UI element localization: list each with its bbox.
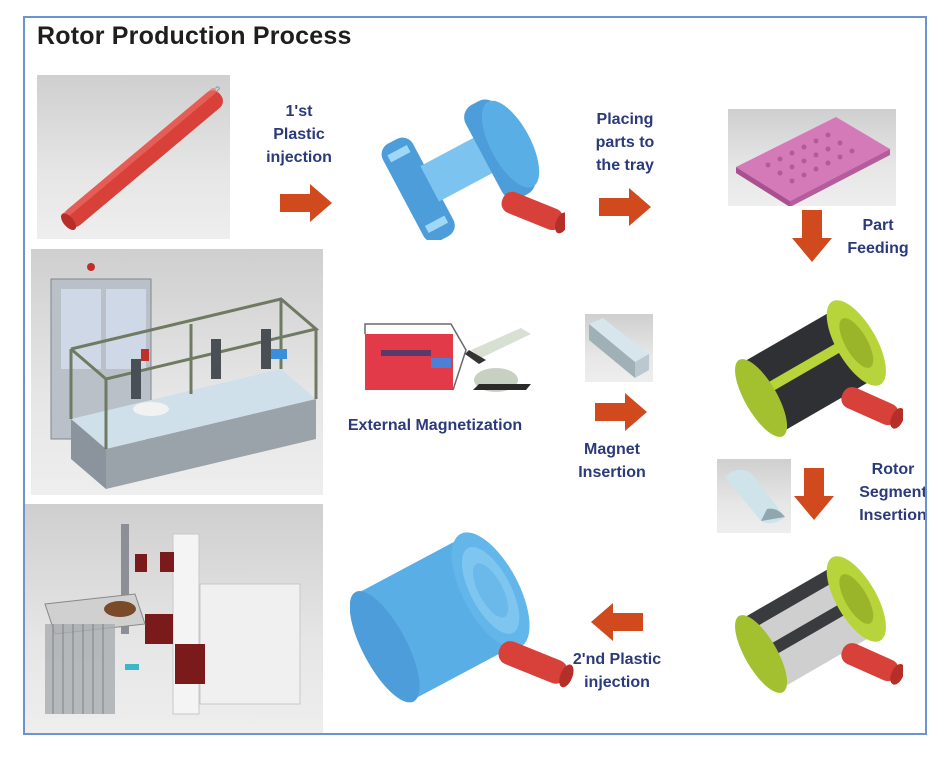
step-label-rotor-segment-insertion: Rotor Segment Insertion bbox=[843, 458, 927, 527]
arrow-right-icon bbox=[595, 393, 647, 431]
step-label-external-magnetization: External Magnetization bbox=[323, 414, 547, 437]
label-line: Insertion bbox=[578, 464, 646, 481]
magnetization-equipment-render bbox=[364, 323, 531, 392]
slide-frame: Rotor Production Process ? 1'st Plastic … bbox=[23, 16, 927, 735]
label-line: 2'nd Plastic bbox=[572, 651, 662, 668]
label-line: Plastic bbox=[273, 126, 325, 143]
tray-render bbox=[728, 109, 896, 207]
step-label-part-feeding: Part Feeding bbox=[833, 214, 923, 260]
label-line: injection bbox=[266, 149, 332, 166]
arrow-down-icon bbox=[794, 468, 834, 520]
label-line: Feeding bbox=[847, 240, 909, 257]
segment-render bbox=[717, 459, 791, 533]
arrow-right-icon bbox=[599, 188, 651, 226]
shaft-render: ? bbox=[37, 75, 230, 239]
label-line: Insertion bbox=[859, 507, 927, 524]
label-line: 1'st bbox=[285, 103, 313, 120]
step-label-first-injection: 1'st Plastic injection bbox=[249, 100, 349, 169]
injection-cell-render bbox=[25, 504, 323, 733]
final-rotor-render bbox=[350, 532, 574, 703]
label-line: Magnet bbox=[584, 441, 640, 458]
arrow-down-icon bbox=[792, 210, 832, 262]
label-line: parts to bbox=[595, 134, 655, 151]
label-line: Segment bbox=[859, 484, 927, 501]
step-label-placing-tray: Placing parts to the tray bbox=[575, 108, 675, 177]
rotor-with-magnets-render bbox=[735, 300, 903, 437]
rotor-with-segments-render bbox=[735, 556, 903, 693]
first-molded-part-render bbox=[381, 99, 565, 240]
label-line: Rotor bbox=[871, 461, 915, 478]
label-line: External Magnetization bbox=[347, 417, 523, 434]
label-line: injection bbox=[584, 674, 650, 691]
step-label-magnet-insertion: Magnet Insertion bbox=[562, 438, 662, 484]
magnet-render bbox=[585, 314, 653, 382]
step-label-second-injection: 2'nd Plastic injection bbox=[552, 648, 682, 694]
label-line: Placing bbox=[596, 111, 654, 128]
slide-title: Rotor Production Process bbox=[37, 22, 352, 50]
arrow-left-icon bbox=[591, 603, 643, 641]
arrow-right-icon bbox=[280, 184, 332, 222]
svg-text:?: ? bbox=[215, 85, 220, 95]
assembly-machine-render bbox=[31, 249, 323, 495]
label-line: the tray bbox=[596, 157, 654, 174]
label-line: Part bbox=[862, 217, 894, 234]
